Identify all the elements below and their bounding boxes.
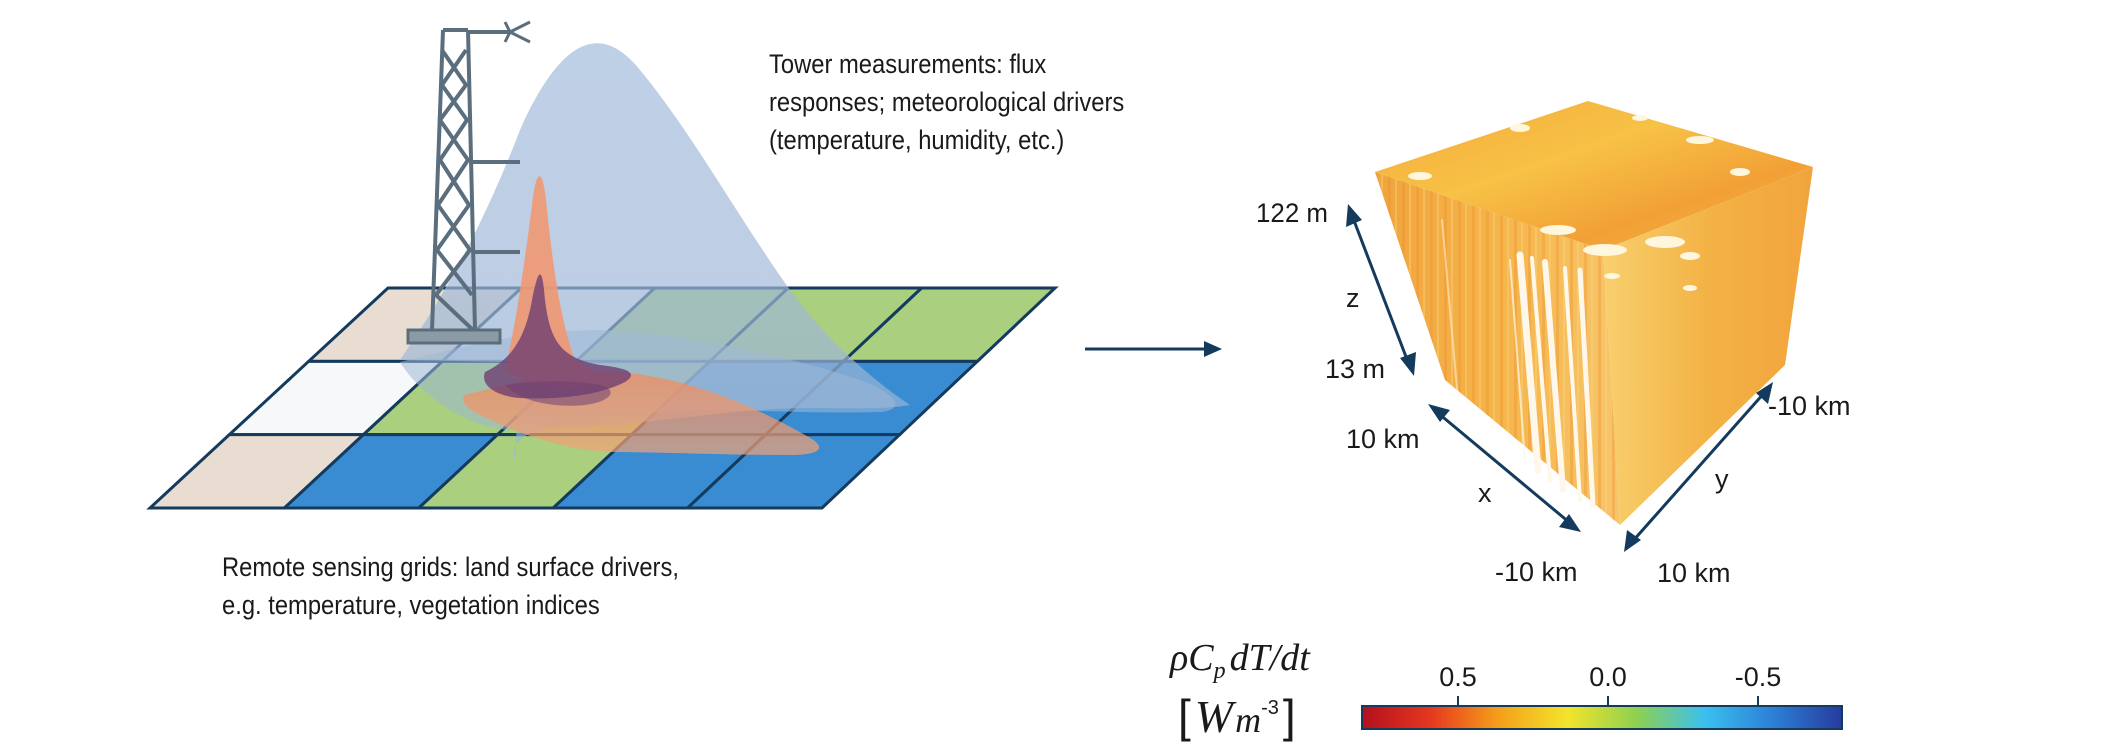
y-axis-arrow bbox=[1624, 382, 1773, 552]
x-axis-arrow bbox=[1428, 404, 1581, 532]
unit-m: m bbox=[1235, 700, 1261, 740]
x-end-label: -10 km bbox=[1495, 557, 1578, 587]
purple-flux-core bbox=[484, 274, 631, 399]
colorbar-unit-label: [Wm-3] bbox=[1178, 690, 1296, 742]
grid-caption: Remote sensing grids: land surface drive… bbox=[222, 548, 679, 624]
grid-caption-line-2: e.g. temperature, vegetation indices bbox=[222, 590, 600, 620]
x-axis-label: x bbox=[1478, 478, 1492, 508]
colorbar-tick-label: 0.0 bbox=[1589, 662, 1627, 692]
rho-symbol: ρ bbox=[1169, 637, 1188, 679]
y-axis-label: y bbox=[1715, 464, 1729, 494]
tower-caption-line-3: (temperature, humidity, etc.) bbox=[769, 125, 1065, 155]
unit-close-bracket: ] bbox=[1283, 690, 1296, 742]
flux-tower bbox=[430, 20, 531, 332]
y-end-label: 10 km bbox=[1657, 558, 1731, 588]
unit-exponent: -3 bbox=[1261, 697, 1279, 719]
grid-caption-line-1: Remote sensing grids: land surface drive… bbox=[222, 552, 679, 582]
transition-arrow-head bbox=[1085, 341, 1222, 357]
purple-flux-tail bbox=[505, 381, 611, 406]
z-bottom-label: 13 m bbox=[1325, 354, 1385, 384]
cube-right-face bbox=[1603, 167, 1813, 525]
tower-caption-line-1: Tower measurements: flux bbox=[769, 49, 1047, 79]
z-axis-label: z bbox=[1346, 283, 1360, 313]
derivative-text: dT/dt bbox=[1230, 637, 1312, 679]
y-start-label: -10 km bbox=[1768, 391, 1851, 421]
colorbar-tick-label: -0.5 bbox=[1735, 662, 1782, 692]
unit-w: W bbox=[1195, 691, 1237, 742]
grid-cell bbox=[683, 433, 904, 510]
tower-caption-line-2: responses; meteorological drivers bbox=[769, 87, 1125, 117]
cube-top-highlights bbox=[1408, 115, 1750, 291]
z-axis-arrow bbox=[1346, 204, 1416, 376]
x-start-label: 10 km bbox=[1346, 424, 1420, 454]
c-symbol: C bbox=[1188, 637, 1214, 679]
footprint-illustration bbox=[146, 20, 1100, 510]
unit-open-bracket: [ bbox=[1178, 690, 1191, 742]
p-subscript: p bbox=[1212, 658, 1226, 684]
colorbar-tick-label: 0.5 bbox=[1439, 662, 1477, 692]
z-top-label: 122 m bbox=[1256, 198, 1328, 228]
tower-base bbox=[406, 328, 502, 345]
cube-illustration: 122 m z 13 m 10 km x -10 km -10 km y 10 … bbox=[1256, 101, 1851, 588]
colorbar-gradient bbox=[1361, 705, 1843, 730]
colorbar-ticks: 0.5 0.0 -0.5 bbox=[1439, 662, 1781, 706]
cube-white-streaks bbox=[1441, 219, 1596, 508]
tower-caption: Tower measurements: flux responses; mete… bbox=[769, 45, 1124, 159]
